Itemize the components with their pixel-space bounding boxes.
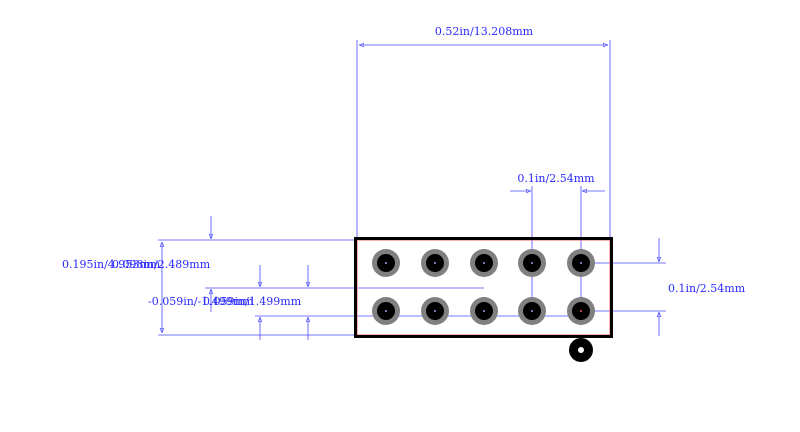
pitch-right-label: 0.1in/2.54mm (668, 282, 746, 295)
height-dimension: 0.195in/4.953mm 0.098in/2.489mm (62, 216, 484, 336)
pad-center (385, 310, 387, 312)
pitch-right-dimension: 0.1in/2.54mm (581, 238, 746, 336)
pad-center (483, 262, 485, 264)
pad-center (385, 262, 387, 264)
pad-center (434, 310, 436, 312)
offset-label-a: -0.059in/-1.499mm (148, 295, 254, 308)
width-dimension: 0.52in/13.208mm (356, 25, 611, 240)
height-label-b: 0.098in/2.489mm (112, 258, 211, 271)
pad-center (434, 262, 436, 264)
offset-dimension: -0.059in/-1.499mm 0.059in/1.499mm (148, 265, 581, 340)
pad-center (580, 310, 582, 312)
pitch-top-label: 0.1in/2.54mm (517, 172, 595, 185)
pin1-marker-dot (578, 347, 584, 353)
package-outline (354, 237, 613, 338)
pad-center (483, 310, 485, 312)
height-label-a: 0.195in/4.953mm (62, 258, 161, 271)
pad-center (531, 262, 533, 264)
width-label: 0.52in/13.208mm (435, 25, 534, 38)
offset-label-b: 0.059in/1.499mm (203, 295, 302, 308)
pad-center (531, 310, 533, 312)
pad-center (580, 262, 582, 264)
pad-array (372, 249, 595, 325)
